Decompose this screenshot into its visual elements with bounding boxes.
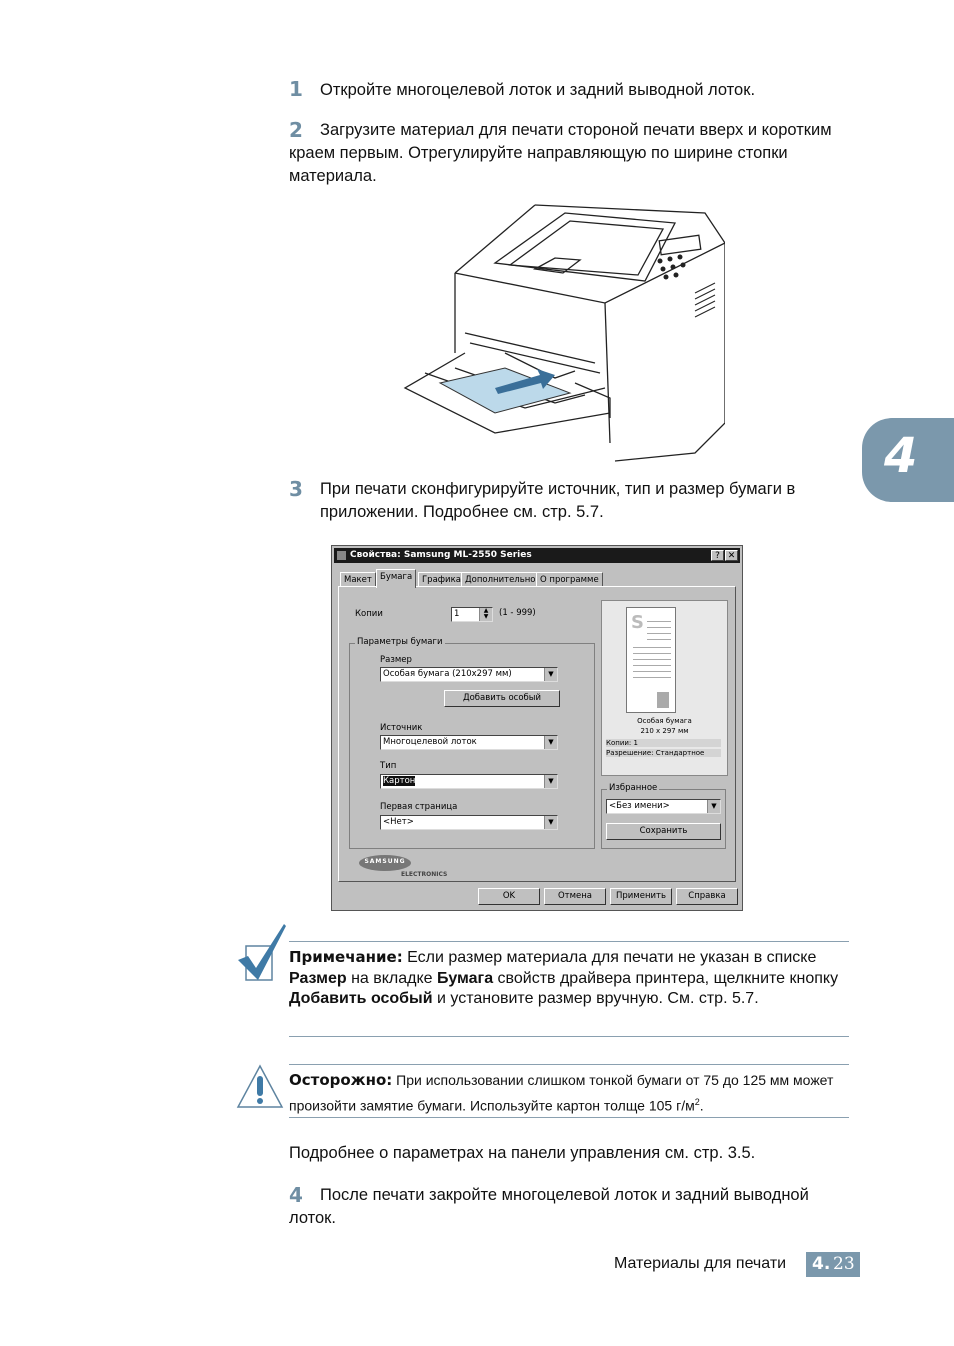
dialog-titlebar[interactable]: Свойства: Samsung ML-2550 Series ? ✕: [334, 548, 740, 563]
step-1-text: Откройте многоцелевой лоток и задний выв…: [320, 81, 756, 99]
spin-arrows-icon[interactable]: ▲▼: [479, 608, 492, 621]
chapter-prefix: 4.: [812, 1254, 831, 1274]
paper-tab-panel: Копии 1 ▲▼ (1 - 999) Параметры бумаги Ра…: [338, 586, 736, 882]
page-number: 23: [833, 1254, 855, 1274]
note-text: Примечание: Если размер материала для пе…: [289, 948, 839, 1007]
preview-page: S: [626, 607, 676, 713]
step-4-number: 4: [289, 1183, 303, 1207]
size-label: Размер: [380, 655, 412, 665]
dialog-title: Свойства: Samsung ML-2550 Series: [350, 550, 532, 560]
first-page-label: Первая страница: [380, 802, 458, 812]
paper-options-group: [349, 643, 595, 849]
first-page-select[interactable]: <Нет>▼: [380, 815, 558, 830]
copies-range: (1 - 999): [499, 608, 536, 618]
caution-top-rule: [289, 1064, 849, 1065]
preview-paper-dims: 210 x 297 мм: [640, 727, 689, 735]
caution-bottom-rule: [289, 1117, 849, 1118]
warning-icon: [236, 1064, 284, 1108]
step-4-text: После печати закройте многоцелевой лоток…: [289, 1186, 809, 1227]
step-3-text: При печати сконфигурируйте источник, тип…: [320, 480, 796, 521]
close-icon[interactable]: ✕: [725, 550, 738, 561]
preview-copies: Копии: 1: [606, 739, 721, 747]
samsung-logo-subtitle: ELECTRONICS: [401, 871, 448, 878]
tab-advanced[interactable]: Дополнительно: [461, 572, 540, 587]
samsung-logo: SAMSUNG: [359, 855, 411, 871]
favorites-select[interactable]: <Без имени>▼: [606, 799, 721, 814]
type-label: Тип: [380, 761, 397, 771]
preview-letter: S: [631, 612, 644, 633]
chapter-tab: 4: [862, 418, 954, 502]
more-info-text: Подробнее о параметрах на панели управле…: [289, 1144, 756, 1162]
chapter-number: 4: [884, 428, 918, 484]
favorites-group: [601, 789, 726, 849]
source-select[interactable]: Многоцелевой лоток▼: [380, 735, 558, 750]
tab-paper[interactable]: Бумага: [376, 569, 417, 588]
copies-label: Копии: [355, 609, 383, 619]
preview-paper-name: Особая бумага: [637, 717, 692, 725]
save-button[interactable]: Сохранить: [606, 823, 721, 840]
tab-layout[interactable]: Макет: [340, 572, 376, 587]
chevron-down-icon: ▼: [707, 800, 720, 813]
tab-about[interactable]: О программе: [536, 572, 603, 587]
ok-button[interactable]: OK: [478, 888, 540, 905]
tab-graphics[interactable]: Графика: [418, 572, 465, 587]
note-top-rule: [289, 941, 849, 942]
note-label: Примечание:: [289, 948, 403, 966]
chevron-down-icon: ▼: [544, 816, 557, 829]
step-3-number: 3: [289, 477, 303, 501]
help-button[interactable]: Справка: [676, 888, 738, 905]
note-bottom-rule: [289, 1036, 849, 1037]
chevron-down-icon: ▼: [544, 775, 557, 788]
caution-text: Осторожно: При использовании слишком тон…: [289, 1071, 834, 1114]
footer-section-title: Материалы для печати: [614, 1255, 787, 1272]
source-label: Источник: [380, 723, 423, 733]
copies-input[interactable]: 1 ▲▼: [451, 607, 493, 622]
printer-icon: [337, 551, 346, 560]
chevron-down-icon: ▼: [544, 736, 557, 749]
properties-dialog: Свойства: Samsung ML-2550 Series ? ✕ Мак…: [331, 545, 743, 911]
favorites-title: Избранное: [607, 783, 660, 793]
step-1-number: 1: [289, 77, 303, 101]
cancel-button[interactable]: Отмена: [544, 888, 606, 905]
printer-illustration: [403, 204, 725, 462]
preview-resolution: Разрешение: Стандартное: [606, 749, 721, 757]
step-2-text: Загрузите материал для печати стороной п…: [289, 121, 832, 185]
add-custom-button[interactable]: Добавить особый: [444, 690, 560, 707]
help-title-button[interactable]: ?: [711, 550, 724, 561]
apply-button[interactable]: Применить: [610, 888, 672, 905]
paper-preview: S Особая бумага 210 x 297 мм Копии: 1 Ра…: [601, 600, 728, 776]
size-select[interactable]: Особая бумага (210x297 мм)▼: [380, 667, 558, 682]
type-select[interactable]: Картон▼: [380, 774, 558, 789]
page-number-badge: 4. 23: [806, 1252, 860, 1277]
caution-label: Осторожно:: [289, 1071, 393, 1089]
chevron-down-icon: ▼: [544, 668, 557, 681]
paper-options-title: Параметры бумаги: [355, 637, 445, 647]
paper-stack-icon: [657, 692, 669, 708]
checkmark-note-icon: [238, 924, 286, 981]
step-2-number: 2: [289, 118, 303, 142]
